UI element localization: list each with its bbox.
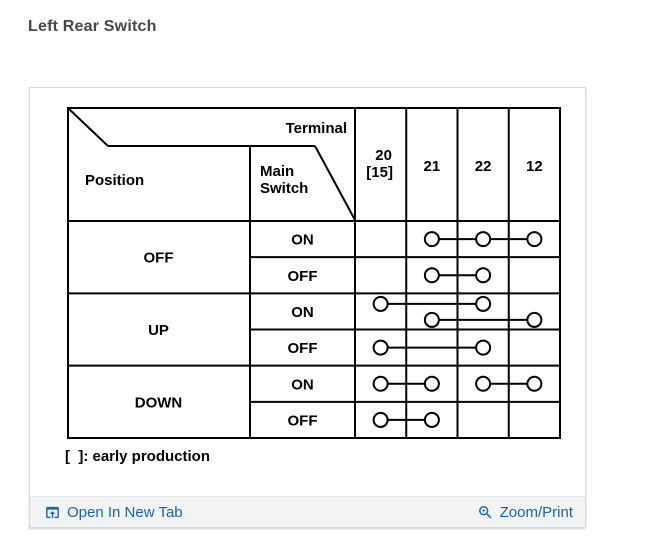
svg-text:[15]: [15] bbox=[366, 164, 393, 181]
svg-text:21: 21 bbox=[424, 158, 441, 175]
svg-text:OFF: OFF bbox=[288, 268, 318, 285]
svg-text:ON: ON bbox=[291, 232, 314, 249]
svg-text:UP: UP bbox=[148, 322, 169, 339]
svg-text:12: 12 bbox=[526, 158, 543, 175]
open-in-new-tab-label: Open In New Tab bbox=[67, 503, 183, 521]
zoom-print-link[interactable]: Zoom/Print bbox=[477, 504, 573, 521]
svg-text:ON: ON bbox=[291, 304, 314, 321]
svg-text:Main: Main bbox=[260, 163, 294, 180]
svg-text:DOWN: DOWN bbox=[135, 394, 183, 411]
svg-text:Terminal: Terminal bbox=[286, 120, 347, 137]
open-in-new-tab-link[interactable]: Open In New Tab bbox=[44, 504, 183, 521]
svg-text:OFF: OFF bbox=[288, 340, 318, 357]
zoom-print-label: Zoom/Print bbox=[499, 503, 573, 521]
svg-text:OFF: OFF bbox=[144, 250, 174, 267]
open-in-new-tab-icon bbox=[44, 504, 61, 521]
diagram-toolbar: Open In New Tab Zoom/Print bbox=[30, 496, 585, 527]
svg-text:Switch: Switch bbox=[260, 180, 308, 197]
svg-text:ON: ON bbox=[291, 376, 314, 393]
svg-text:OFF: OFF bbox=[288, 412, 318, 429]
svg-text:22: 22 bbox=[475, 158, 492, 175]
zoom-in-icon bbox=[477, 504, 494, 521]
early-production-footnote: [ ]: early production bbox=[65, 448, 211, 465]
svg-text:Position: Position bbox=[85, 172, 144, 189]
svg-text:20: 20 bbox=[375, 147, 392, 164]
page-title: Left Rear Switch bbox=[28, 18, 157, 35]
